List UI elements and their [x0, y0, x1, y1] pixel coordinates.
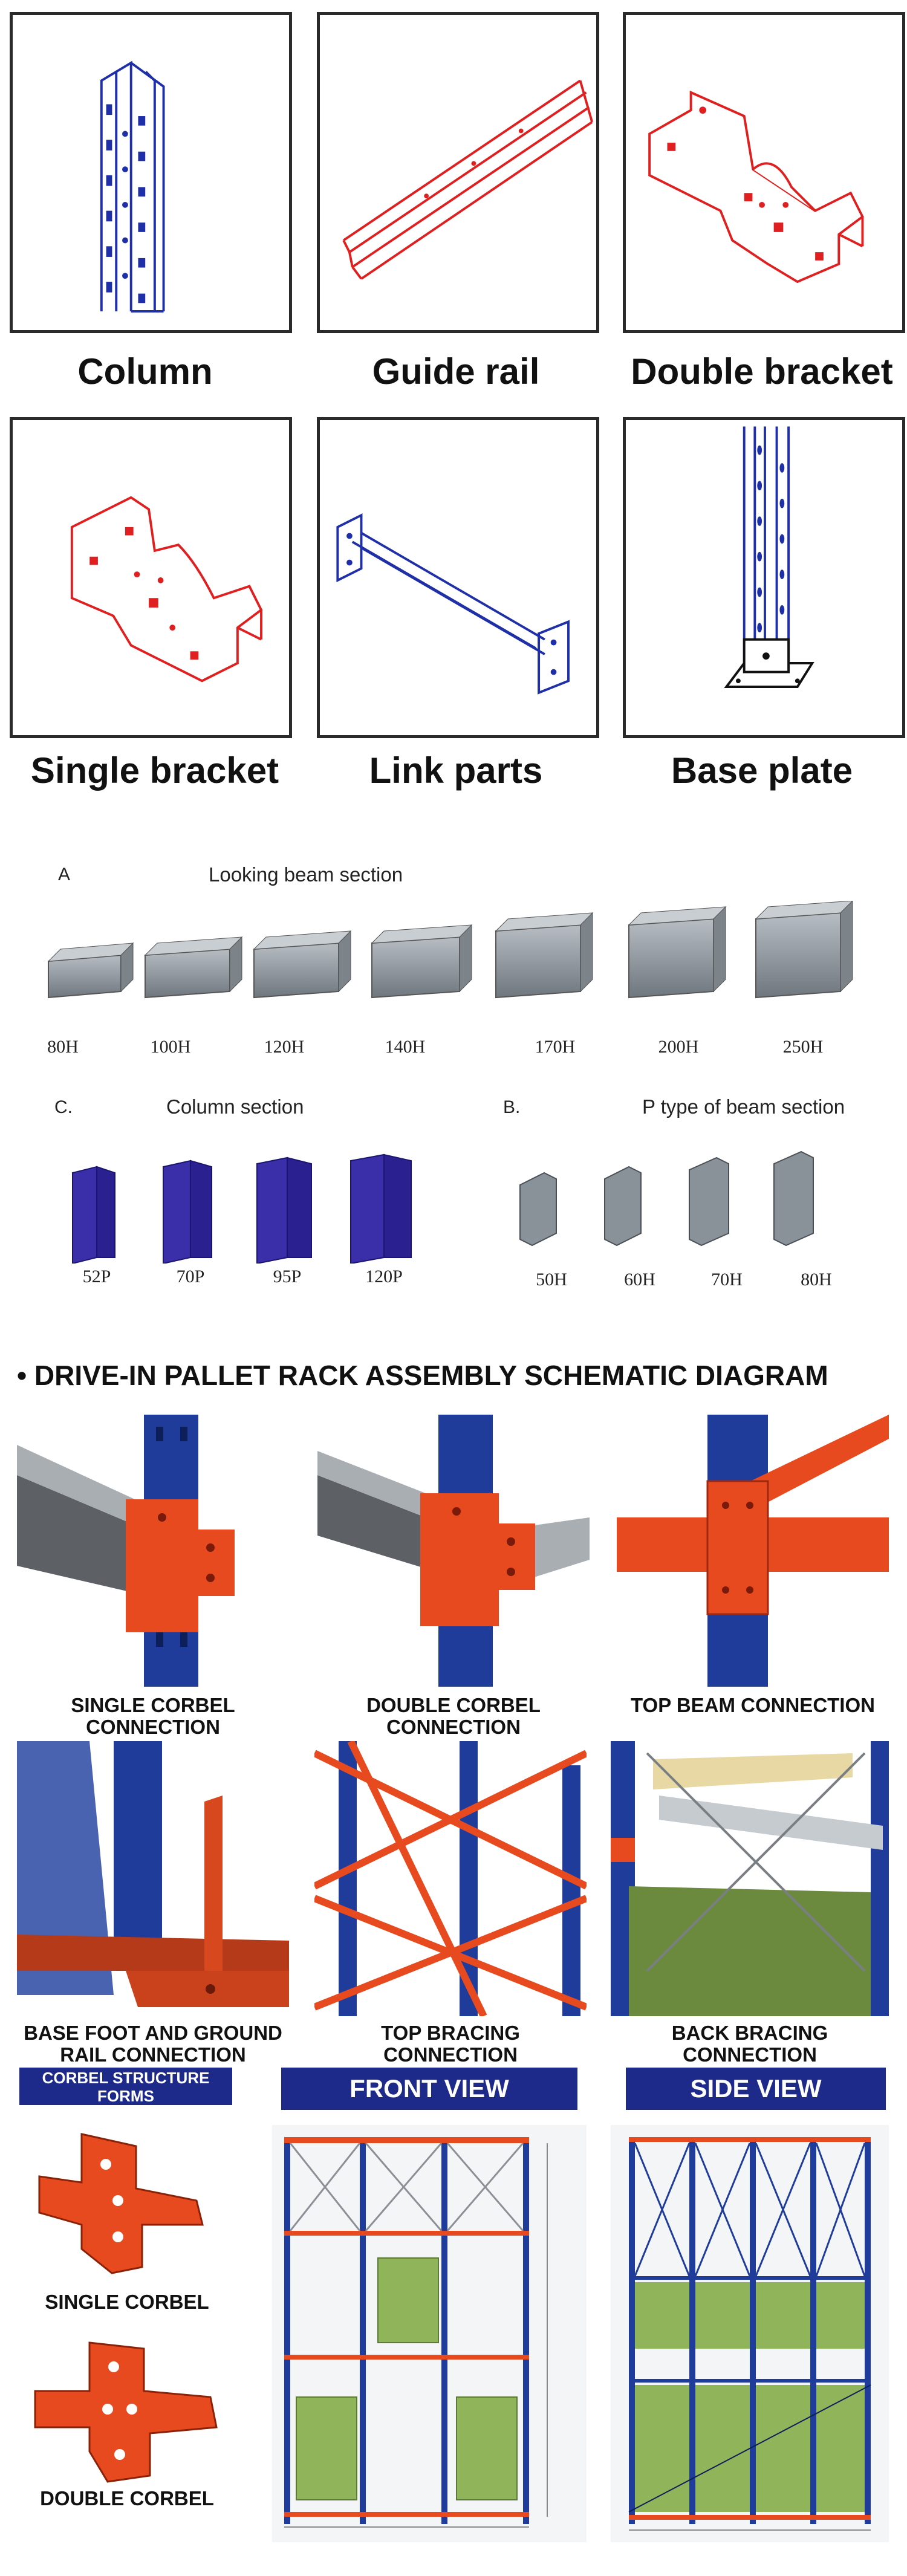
link-parts-illustration — [317, 417, 599, 738]
beam-140h — [371, 924, 473, 999]
component-label-double-bracket: Double bracket — [631, 351, 893, 392]
side-view-banner: SIDE VIEW — [626, 2068, 886, 2110]
double-corbel-connection-photo — [317, 1415, 590, 1687]
base-foot-connection-photo — [17, 1741, 289, 2019]
ptype-60h — [604, 1166, 642, 1247]
beam-120h — [253, 930, 352, 999]
ptype-profiles — [519, 1150, 814, 1247]
beam-200h — [628, 906, 727, 999]
column-95p — [256, 1157, 312, 1264]
beam-250h — [755, 901, 853, 999]
top-beam-connection-photo — [617, 1415, 889, 1687]
column-70p — [163, 1160, 212, 1264]
caption-base-foot-connection: BASE FOOT AND GROUND RAIL CONNECTION — [24, 2022, 282, 2066]
ptype-section-title: P type of beam section — [642, 1095, 845, 1118]
single-corbel-illustration — [27, 2122, 221, 2285]
column-size-52p: 52P — [82, 1267, 111, 1286]
caption-double-corbel-connection: DOUBLE CORBEL CONNECTION — [366, 1694, 541, 1738]
ptype-size-60h: 60H — [624, 1270, 655, 1290]
beam-100h — [144, 936, 243, 999]
single-bracket-illustration — [10, 417, 292, 738]
side-view-diagram — [611, 2125, 889, 2542]
ptype-size-70h: 70H — [711, 1270, 743, 1290]
component-label-link-parts: Link parts — [369, 750, 543, 791]
front-view-diagram — [272, 2125, 587, 2542]
beam-size-100h: 100H — [150, 1037, 191, 1057]
column-illustration — [10, 12, 292, 333]
caption-double-corbel: DOUBLE CORBEL — [40, 2487, 214, 2509]
column-120p — [350, 1153, 412, 1264]
beam-size-250h: 250H — [782, 1037, 824, 1057]
column-profiles — [72, 1153, 412, 1264]
column-size-120p: 120P — [365, 1267, 403, 1286]
beam-size-200h: 200H — [658, 1037, 699, 1057]
caption-top-bracing-connection: TOP BRACING CONNECTION — [381, 2022, 520, 2066]
front-view-banner: FRONT VIEW — [281, 2068, 577, 2110]
caption-back-bracing-connection: BACK BRACING CONNECTION — [671, 2022, 828, 2066]
top-bracing-connection-photo — [314, 1741, 587, 2016]
component-label-column: Column — [77, 351, 213, 392]
column-section-letter: C. — [54, 1097, 73, 1117]
beam-section-letter: A — [58, 865, 71, 884]
guide-rail-illustration — [317, 12, 599, 333]
beam-170h — [495, 912, 594, 999]
schematic-heading: • DRIVE-IN PALLET RACK ASSEMBLY SCHEMATI… — [17, 1360, 828, 1391]
caption-single-corbel-connection: SINGLE CORBEL CONNECTION — [71, 1694, 235, 1738]
column-section-title: Column section — [166, 1095, 304, 1118]
double-corbel-illustration — [23, 2331, 229, 2488]
beam-size-170h: 170H — [535, 1037, 576, 1057]
ptype-section-letter: B. — [503, 1097, 521, 1117]
component-label-single-bracket: Single bracket — [30, 750, 279, 791]
back-bracing-connection-photo — [611, 1741, 889, 2016]
beam-profiles — [47, 901, 853, 999]
ptype-70h — [689, 1157, 729, 1247]
single-corbel-connection-photo — [17, 1415, 289, 1687]
ptype-50h — [519, 1172, 557, 1247]
beam-section-title: Looking beam section — [209, 863, 403, 886]
base-plate-illustration — [623, 417, 905, 738]
corbel-structure-banner: CORBEL STRUCTURE FORMS — [19, 2068, 232, 2105]
component-label-base-plate: Base plate — [671, 750, 853, 791]
beam-80h — [47, 942, 134, 999]
double-bracket-illustration — [623, 12, 905, 333]
beam-size-140h: 140H — [385, 1037, 426, 1057]
component-label-guide-rail: Guide rail — [372, 351, 540, 392]
caption-top-beam-connection: TOP BEAM CONNECTION — [631, 1694, 875, 1716]
beam-size-80h: 80H — [47, 1037, 79, 1057]
column-size-95p: 95P — [273, 1267, 302, 1286]
column-size-70p: 70P — [176, 1267, 205, 1286]
ptype-size-80h: 80H — [801, 1270, 832, 1290]
beam-size-120h: 120H — [264, 1037, 305, 1057]
column-52p — [72, 1166, 115, 1264]
ptype-80h — [773, 1150, 814, 1247]
caption-single-corbel: SINGLE CORBEL — [45, 2291, 209, 2313]
ptype-size-50h: 50H — [536, 1270, 567, 1290]
